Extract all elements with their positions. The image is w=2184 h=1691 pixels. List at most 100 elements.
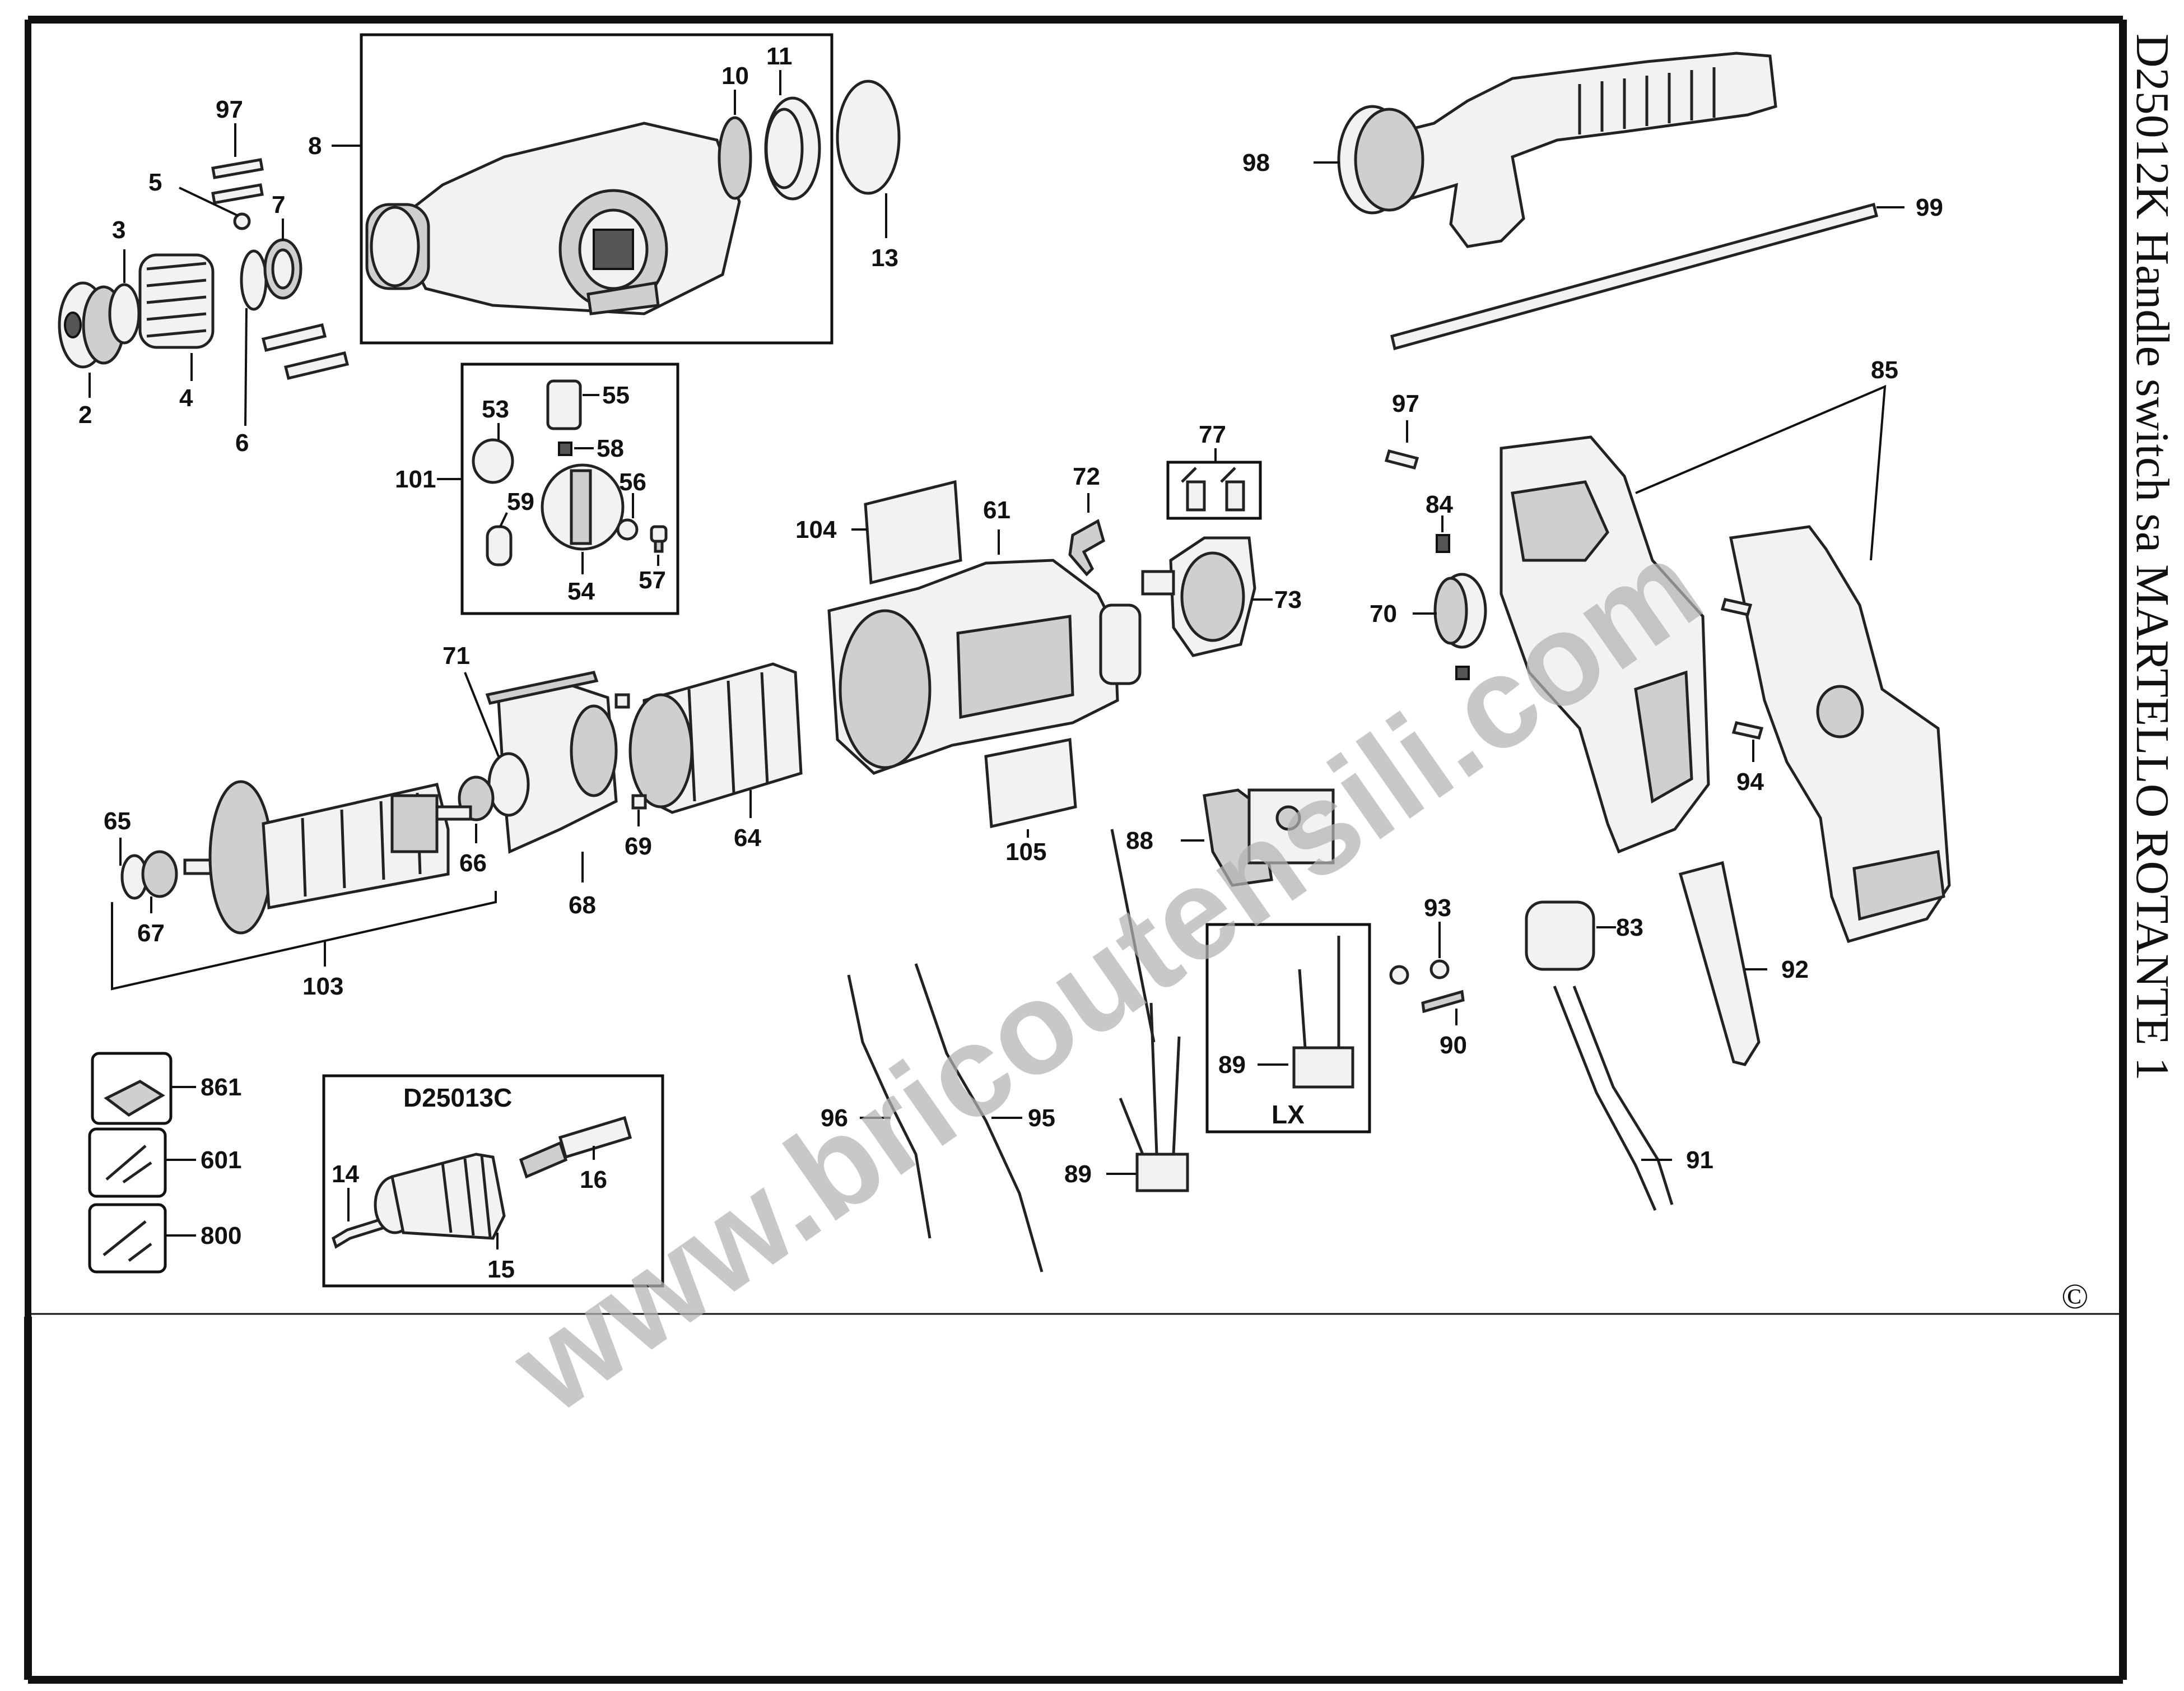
label-7: 7 <box>272 191 285 219</box>
part-83-cord-protector <box>1525 900 1595 971</box>
label-5: 5 <box>148 169 162 196</box>
part-95-wire <box>914 963 1044 1272</box>
label-72: 72 <box>1073 463 1100 490</box>
part-5-ball <box>233 212 251 230</box>
part-104-label-plate <box>864 480 962 585</box>
part-64-field-coil <box>628 662 803 814</box>
part-6-washer <box>240 249 268 311</box>
label-65: 65 <box>104 807 131 835</box>
label-103: 103 <box>302 973 343 1000</box>
copyright-symbol: © <box>2061 1276 2089 1316</box>
label-14: 14 <box>332 1160 359 1188</box>
part-61-motor-housing <box>827 559 1142 775</box>
part-13-seal-ring <box>836 80 901 195</box>
label-53: 53 <box>482 396 509 423</box>
part-97-screw-right <box>1384 449 1419 470</box>
part-56-washer <box>616 518 639 541</box>
label-89-lx: 89 <box>1218 1051 1246 1079</box>
part-67-bearing <box>141 850 178 898</box>
label-lx: LX <box>1272 1100 1305 1129</box>
document-title: D25012K Handle switch sa MARTELLO ROTANT… <box>2126 34 2178 1081</box>
part-601-accessory-icon <box>88 1127 167 1198</box>
part-800-accessory-icon <box>88 1203 167 1274</box>
label-13: 13 <box>871 244 898 272</box>
label-94: 94 <box>1736 768 1764 796</box>
label-90: 90 <box>1440 1032 1467 1059</box>
label-85: 85 <box>1871 356 1898 384</box>
part-103-armature <box>183 780 472 935</box>
label-101: 101 <box>395 466 436 493</box>
part-70-cord-clamp <box>1433 573 1487 649</box>
part-8-gear-housing <box>365 122 741 315</box>
label-105: 105 <box>1005 838 1046 866</box>
part-94-screws <box>1720 598 1764 740</box>
part-96-wire <box>847 974 932 1239</box>
label-10: 10 <box>721 62 749 90</box>
label-84: 84 <box>1426 491 1453 518</box>
label-6: 6 <box>235 429 249 457</box>
label-56: 56 <box>619 468 646 496</box>
part-4-spring <box>138 253 215 349</box>
label-d25013c: D25013C <box>403 1083 512 1112</box>
part-7-nut <box>263 238 302 300</box>
part-3-ring <box>108 283 141 345</box>
part-89-capacitor <box>1110 829 1189 1192</box>
box-d25013c-chuck-kit <box>322 1074 664 1288</box>
part-57-screw <box>650 525 668 553</box>
part-59-pad <box>486 525 513 566</box>
label-3: 3 <box>112 216 125 244</box>
part-73-brush-holder <box>1141 536 1256 657</box>
label-93: 93 <box>1424 894 1451 922</box>
part-97-screws-bottom <box>261 323 350 380</box>
label-77: 77 <box>1199 421 1226 448</box>
part-77-carbon-brushes <box>1181 467 1245 512</box>
part-11-bearing <box>764 96 821 201</box>
part-70-screw <box>1455 666 1470 680</box>
part-99-depth-rod <box>1390 202 1879 351</box>
label-59: 59 <box>507 488 534 515</box>
part-93-nut-b <box>1429 959 1450 979</box>
part-69-pins <box>614 693 647 810</box>
label-95: 95 <box>1028 1104 1055 1132</box>
part-93-nut-a <box>1389 965 1409 985</box>
label-88: 88 <box>1126 827 1153 854</box>
label-800: 800 <box>201 1222 241 1249</box>
part-55-latch <box>546 379 582 430</box>
part-85-handle-right <box>1729 525 1951 944</box>
label-70: 70 <box>1370 600 1397 628</box>
part-85-handle-left <box>1500 435 1710 854</box>
label-64: 64 <box>734 824 761 852</box>
part-16-sds-adapter <box>519 1116 632 1179</box>
label-67: 67 <box>137 919 165 947</box>
label-601: 601 <box>201 1146 241 1174</box>
label-89: 89 <box>1064 1160 1092 1188</box>
page-frame <box>24 16 2127 1684</box>
part-84-screw <box>1436 534 1450 553</box>
box-77-brushes <box>1166 461 1262 520</box>
part-92-cord-guard <box>1678 861 1761 1066</box>
part-89-capacitor-lx <box>1292 936 1354 1089</box>
box-lx-capacitor <box>1205 923 1371 1133</box>
label-11: 11 <box>766 43 793 70</box>
label-2: 2 <box>78 401 92 429</box>
part-91-power-cord <box>1553 986 1674 1211</box>
label-91: 91 <box>1686 1146 1713 1174</box>
label-69: 69 <box>625 833 652 860</box>
part-71-bearing <box>487 752 530 817</box>
label-92: 92 <box>1781 956 1809 983</box>
label-57: 57 <box>639 566 666 594</box>
label-54: 54 <box>567 578 595 605</box>
part-15-drill-chuck <box>374 1153 506 1240</box>
label-104: 104 <box>795 516 837 543</box>
box-101-mode-selector <box>460 363 679 615</box>
label-4: 4 <box>179 384 193 412</box>
part-98-side-handle <box>1337 52 1777 248</box>
part-88-switch <box>1203 788 1335 887</box>
label-8: 8 <box>308 132 322 160</box>
label-99: 99 <box>1916 194 1943 221</box>
part-53-o-ring <box>472 438 514 484</box>
label-861: 861 <box>201 1074 241 1101</box>
label-97-top: 97 <box>216 96 243 123</box>
label-68: 68 <box>569 891 596 919</box>
